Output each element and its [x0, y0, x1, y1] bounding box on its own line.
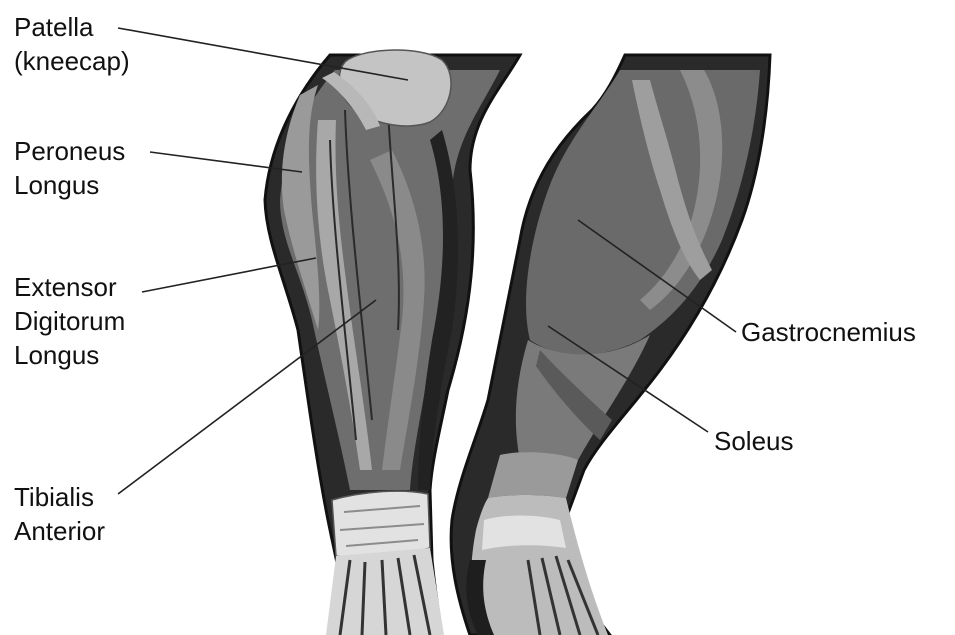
soleus-label-line1: Soleus — [714, 424, 794, 458]
extensor-label-line3: Longus — [14, 338, 125, 372]
gastrocnemius-label-line1: Gastrocnemius — [741, 315, 916, 349]
patella-label: Patella (kneecap) — [14, 10, 130, 78]
gastrocnemius-label: Gastrocnemius — [741, 315, 916, 349]
extensor-label-line2: Digitorum — [14, 304, 125, 338]
patella-label-line2: (kneecap) — [14, 44, 130, 78]
peroneus-label: Peroneus Longus — [14, 134, 125, 202]
tibialis-label: Tibialis Anterior — [14, 480, 105, 548]
tibialis-label-line2: Anterior — [14, 514, 105, 548]
right-leg-illustration — [451, 55, 770, 635]
right-foot — [471, 495, 608, 635]
peroneus-label-line1: Peroneus — [14, 134, 125, 168]
soleus-label: Soleus — [714, 424, 794, 458]
extensor-label: Extensor Digitorum Longus — [14, 270, 125, 372]
right-ankle-band — [488, 452, 578, 498]
right-foot-band — [482, 516, 566, 551]
patella-label-line1: Patella — [14, 10, 130, 44]
peroneus-label-line2: Longus — [14, 168, 125, 202]
tibialis-label-line1: Tibialis — [14, 480, 105, 514]
extensor-label-line1: Extensor — [14, 270, 125, 304]
